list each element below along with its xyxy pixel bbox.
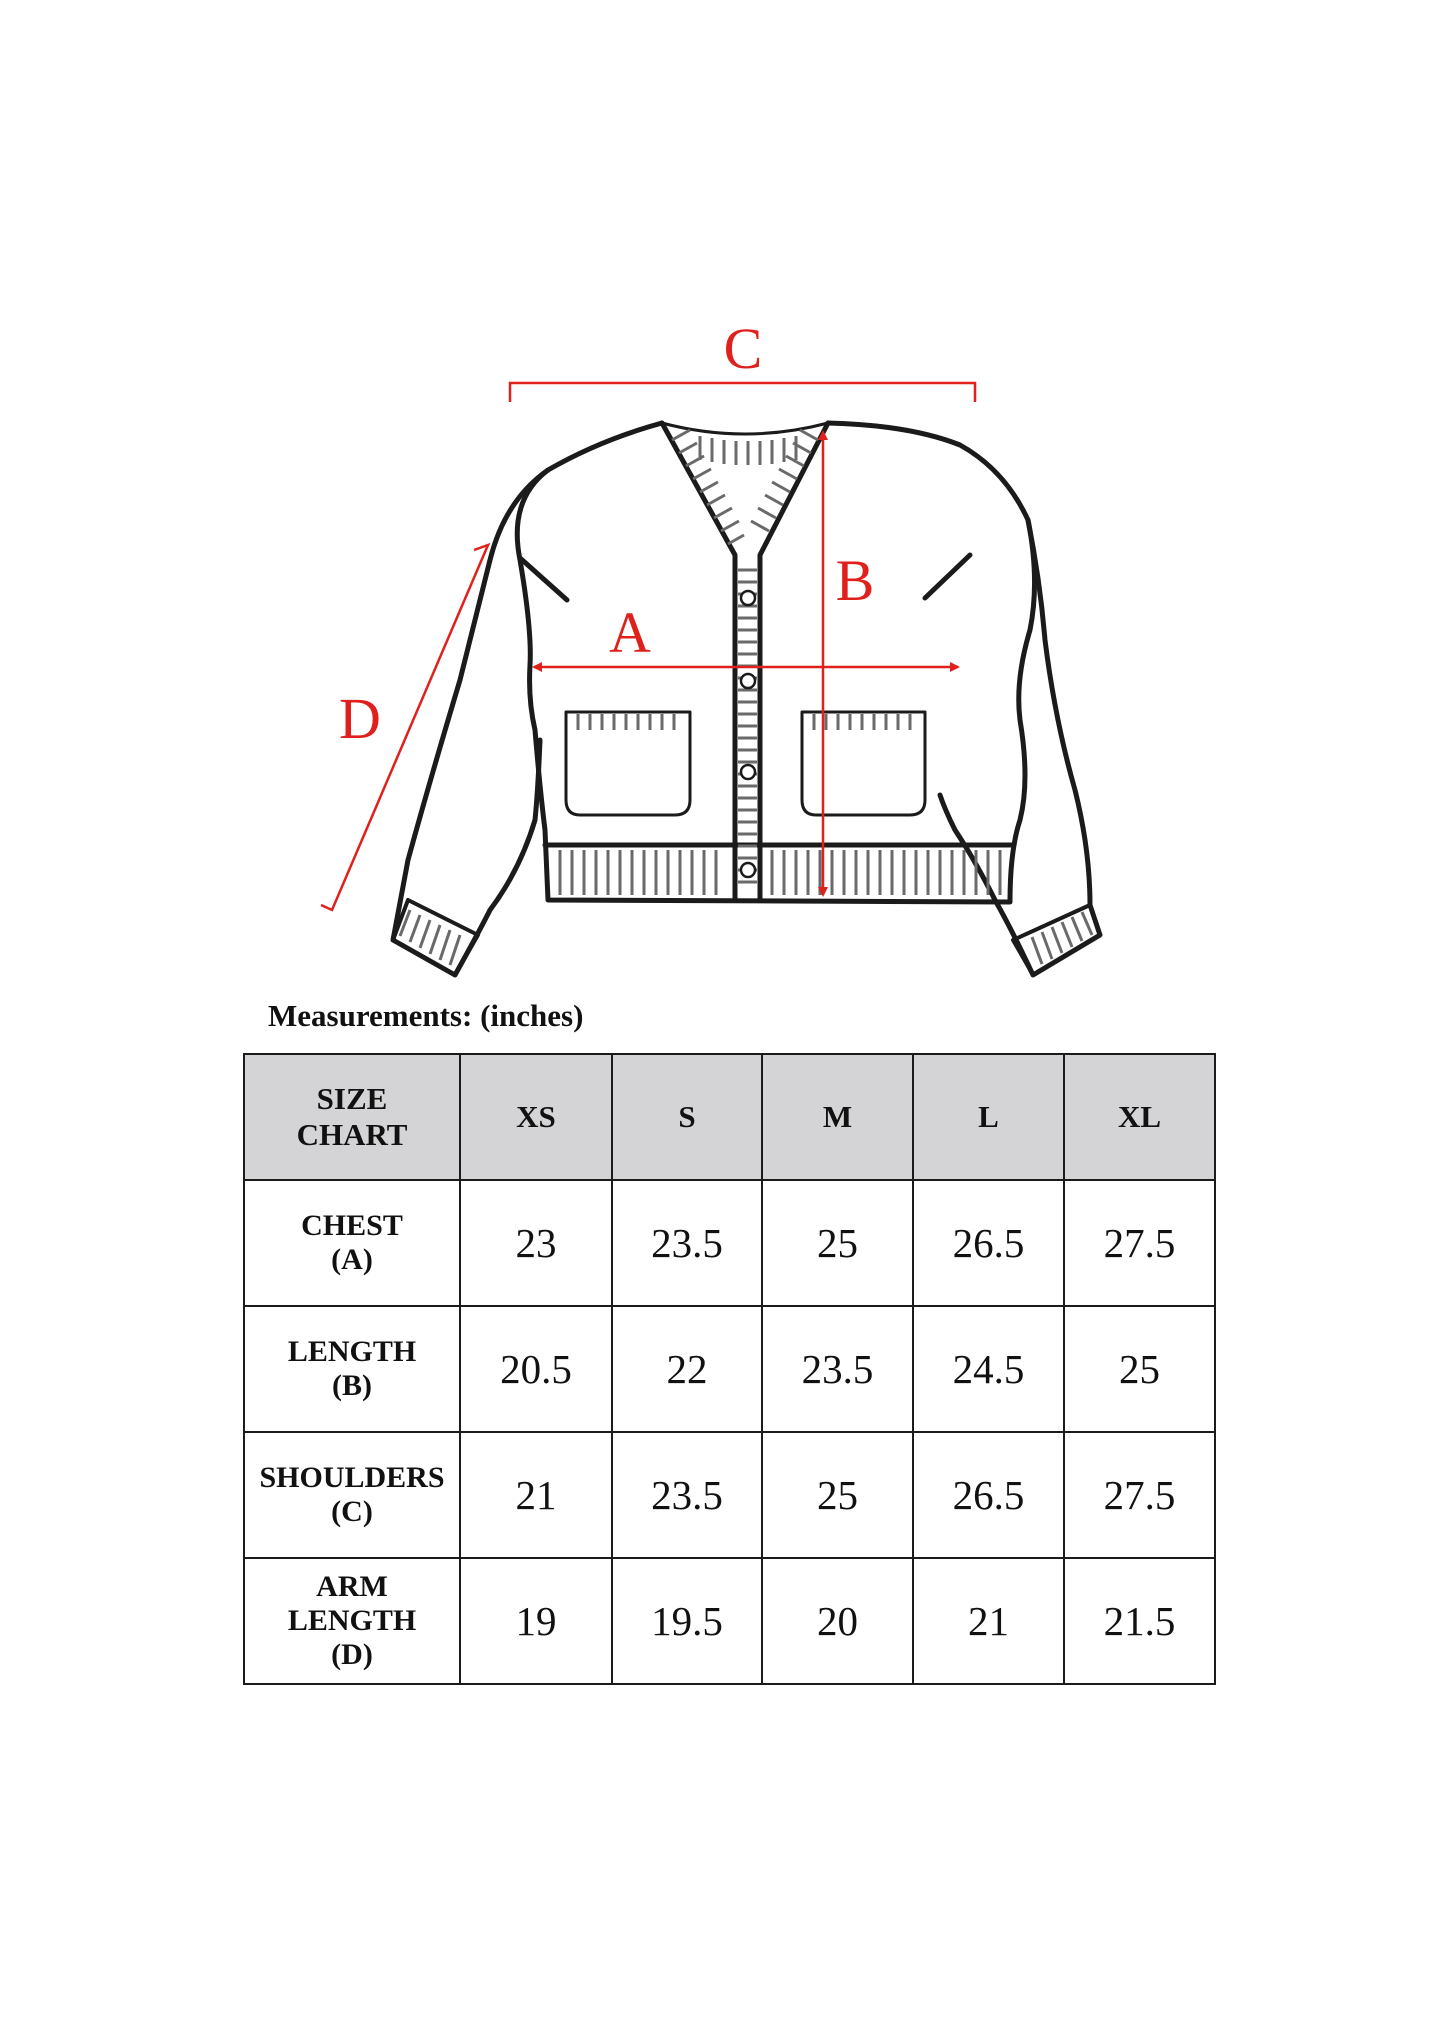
table-cell: 25: [761, 1431, 914, 1559]
neckline-ribbing-left: [671, 428, 745, 546]
cardigan-illustration: [390, 420, 1103, 978]
table-cell: 20: [761, 1557, 914, 1685]
right-cuff: [1011, 903, 1102, 977]
cuff-ribbing: [398, 909, 1094, 966]
row-label-arm-length: ARM LENGTH (D): [243, 1557, 461, 1685]
row-label-chest: CHEST (A): [243, 1179, 461, 1307]
ribbing: [398, 428, 1094, 966]
size-header-s: S: [611, 1053, 763, 1181]
label-d: D: [339, 686, 381, 751]
button-2: [739, 672, 757, 690]
table-cell: 25: [761, 1179, 914, 1307]
label-c: C: [724, 316, 763, 381]
table-row-length: LENGTH (B) 20.5 22 23.5 24.5 25: [243, 1305, 1216, 1433]
label-b: B: [836, 548, 875, 613]
neckline-ribbing-right: [750, 428, 819, 533]
table-row-chest: CHEST (A) 23 23.5 25 26.5 27.5: [243, 1179, 1216, 1307]
table-cell: 25: [1063, 1305, 1216, 1433]
size-header-xl: XL: [1063, 1053, 1216, 1181]
table-cell: 23.5: [611, 1179, 763, 1307]
table-cell: 23: [459, 1179, 613, 1307]
table-cell: 27.5: [1063, 1431, 1216, 1559]
placket-ribbing: [738, 568, 757, 884]
neck-placket: [659, 420, 831, 903]
table-cell: 21: [912, 1557, 1065, 1685]
row-label-shoulders: SHOULDERS (C): [243, 1431, 461, 1559]
cardigan-buttons: [739, 589, 757, 879]
table-cell: 21.5: [1063, 1557, 1216, 1685]
table-row-arm-length: ARM LENGTH (D) 19 19.5 20 21 21.5: [243, 1557, 1216, 1685]
size-chart-corner: SIZE CHART: [243, 1053, 461, 1181]
table-cell: 22: [611, 1305, 763, 1433]
back-neck: [660, 421, 830, 436]
dimension-c-bracket: [508, 381, 977, 402]
table-cell: 23.5: [761, 1305, 914, 1433]
table-cell: 26.5: [912, 1179, 1065, 1307]
back-neck-ribbing: [698, 436, 798, 465]
left-sleeve-outline: [390, 467, 551, 978]
size-header-row: SIZE CHART XS S M L XL: [243, 1053, 1216, 1181]
left-cuff: [391, 898, 480, 977]
label-a: A: [609, 600, 651, 665]
right-sleeve-outline: [937, 517, 1103, 978]
size-header-m: M: [761, 1053, 914, 1181]
button-1: [739, 589, 757, 607]
table-cell: 19: [459, 1557, 613, 1685]
left-shoulder-seam: [517, 555, 570, 603]
table-cell: 27.5: [1063, 1179, 1216, 1307]
table-cell: 26.5: [912, 1431, 1065, 1559]
table-cell: 24.5: [912, 1305, 1065, 1433]
cardigan-measurement-diagram: C A B D: [320, 316, 1103, 978]
button-4: [739, 861, 757, 879]
table-cell: 20.5: [459, 1305, 613, 1433]
cardigan-body-outline: [514, 420, 1038, 905]
table-row-shoulders: SHOULDERS (C) 21 23.5 25 26.5 27.5: [243, 1431, 1216, 1559]
size-header-l: L: [912, 1053, 1065, 1181]
right-shoulder-seam: [922, 552, 973, 601]
table-cell: 23.5: [611, 1431, 763, 1559]
hem-ribbing: [558, 850, 1002, 895]
size-chart-table: SIZE CHART XS S M L XL CHEST (A) 23 23.5…: [243, 1053, 1216, 1685]
button-3: [739, 763, 757, 781]
measurements-caption: Measurements: (inches): [268, 998, 584, 1033]
table-cell: 19.5: [611, 1557, 763, 1685]
pocket-ribbing: [576, 714, 912, 730]
left-pocket: [564, 710, 692, 817]
table-cell: 21: [459, 1431, 613, 1559]
right-pocket: [800, 710, 927, 817]
measurement-guides: [320, 381, 977, 912]
dimension-d-bracket: [320, 542, 491, 912]
size-header-xs: XS: [459, 1053, 613, 1181]
row-label-length: LENGTH (B): [243, 1305, 461, 1433]
